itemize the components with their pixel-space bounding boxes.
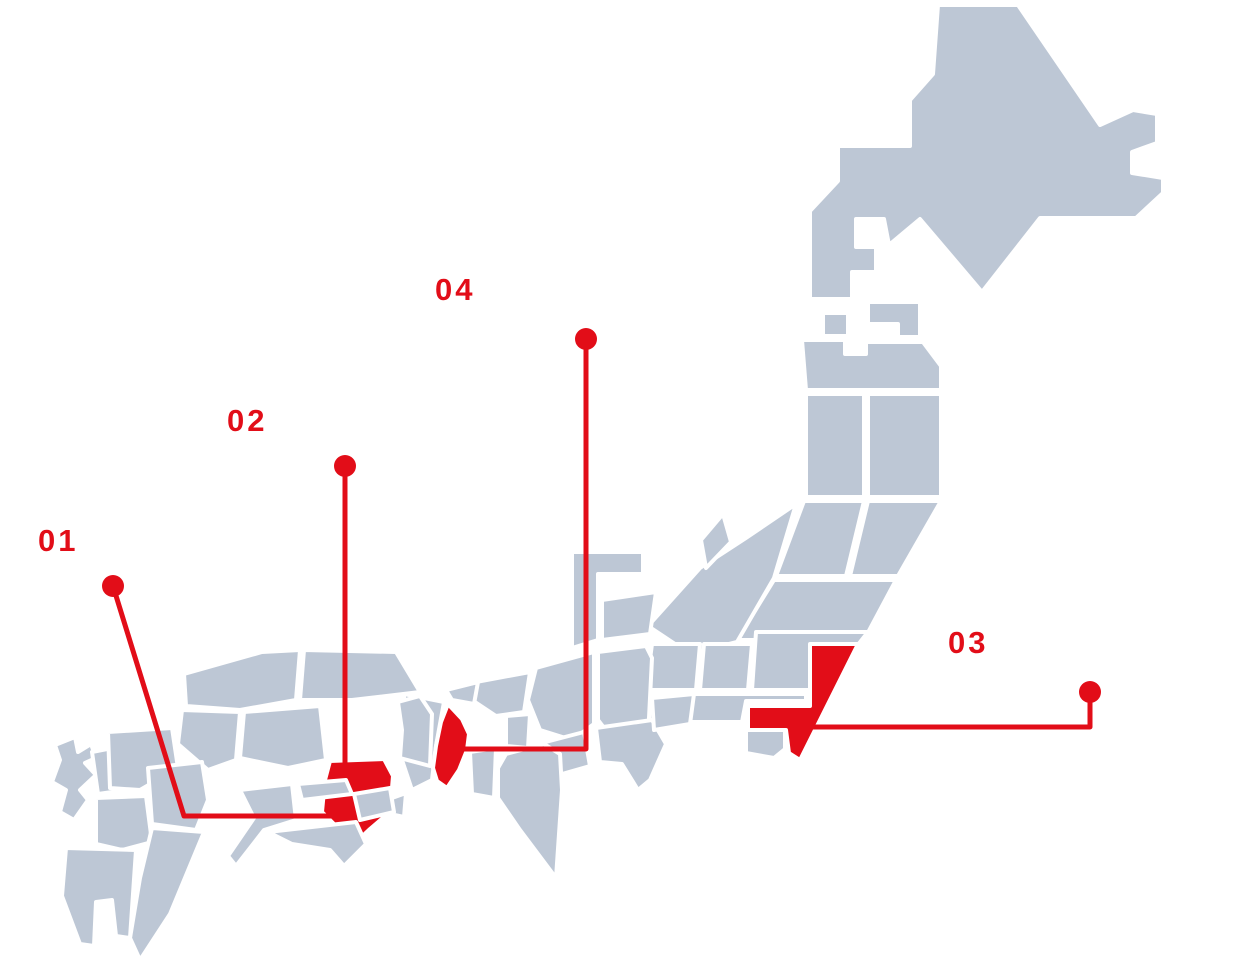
region-yamagata[interactable] xyxy=(774,499,866,578)
region-kanagawa[interactable] xyxy=(744,728,787,760)
region-kochi[interactable] xyxy=(266,820,368,868)
highlighted-region-kinki[interactable] xyxy=(431,702,471,790)
island-honshu-chugoku xyxy=(176,648,434,848)
region-hokkaido[interactable] xyxy=(808,3,1165,301)
region-kumamoto[interactable] xyxy=(94,794,154,852)
island-hokkaido xyxy=(808,3,1165,339)
region-gunma[interactable] xyxy=(644,642,702,692)
marker-dots xyxy=(102,328,1101,703)
region-ehime[interactable] xyxy=(226,782,298,868)
region-yamaguchi[interactable] xyxy=(176,708,242,772)
region-tochigi[interactable] xyxy=(698,642,754,692)
region-shimane[interactable] xyxy=(182,648,302,712)
leader-lines xyxy=(110,339,1093,819)
region-hokkaido-islet-1[interactable] xyxy=(821,311,850,338)
region-kyoto-north[interactable] xyxy=(444,680,480,706)
leader-line-03 xyxy=(806,692,1093,730)
marker-label-01: 01 xyxy=(38,523,78,558)
marker-label-03: 03 xyxy=(948,625,988,660)
marker-dot-03[interactable] xyxy=(1079,681,1101,703)
island-honshu-chubu xyxy=(444,550,696,792)
marker-label-04: 04 xyxy=(435,272,475,307)
region-miyagi[interactable] xyxy=(848,499,943,578)
leader-line-04 xyxy=(462,339,589,752)
region-aomori[interactable] xyxy=(800,338,943,392)
region-iwate[interactable] xyxy=(866,392,943,499)
region-chugoku-mid[interactable] xyxy=(238,704,328,770)
region-sado-island[interactable] xyxy=(699,512,733,570)
region-nagasaki[interactable] xyxy=(50,735,98,822)
region-kagoshima[interactable] xyxy=(60,846,138,948)
region-ishikawa[interactable] xyxy=(570,550,645,650)
island-honshu-tohoku xyxy=(646,338,943,656)
marker-dot-01[interactable] xyxy=(102,575,124,597)
region-hokkaido-islet-2[interactable] xyxy=(866,300,922,339)
region-tottori[interactable] xyxy=(298,648,422,702)
region-shiga[interactable] xyxy=(504,712,532,750)
region-okayama[interactable] xyxy=(396,694,434,768)
region-miyazaki[interactable] xyxy=(128,826,206,962)
highlighted-region-tokyo-chiba[interactable] xyxy=(746,642,860,762)
leader-line-01 xyxy=(110,585,340,819)
region-nara[interactable] xyxy=(468,746,498,800)
marker-labels: 01 02 03 04 xyxy=(38,272,988,660)
island-shikoku xyxy=(226,778,396,868)
region-niigata[interactable] xyxy=(646,502,798,656)
marker-dot-02[interactable] xyxy=(334,455,356,477)
marker-dot-04[interactable] xyxy=(575,328,597,350)
region-toyama[interactable] xyxy=(600,590,658,642)
region-akita[interactable] xyxy=(804,392,866,499)
marker-label-02: 02 xyxy=(227,403,267,438)
region-yamanashi[interactable] xyxy=(650,692,696,732)
region-tokushima[interactable] xyxy=(352,786,396,822)
